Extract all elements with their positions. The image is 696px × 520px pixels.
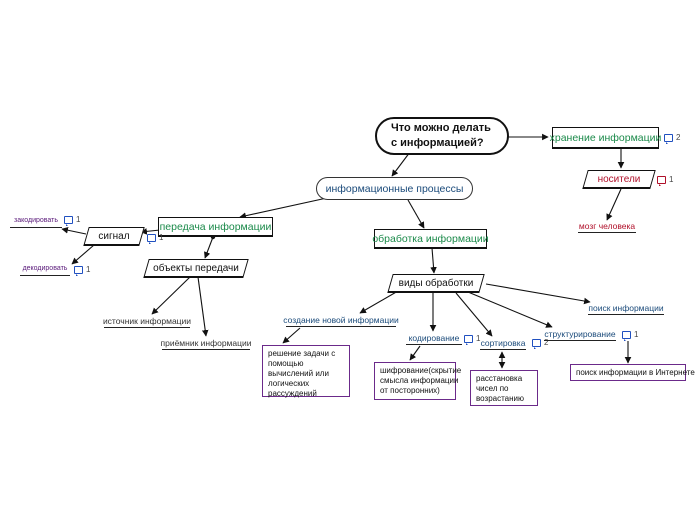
comment-structuring[interactable]: 1 — [622, 330, 639, 341]
comment-icon — [657, 175, 666, 186]
central-topic[interactable]: Что можно делать с информацией? — [375, 117, 509, 155]
comment-sorting[interactable]: 2 — [532, 338, 549, 349]
node-search-label: поиск информации — [588, 302, 664, 313]
comment-signal[interactable]: 1 — [147, 233, 164, 244]
edge-create-note — [282, 327, 301, 344]
comment-count: 1 — [476, 334, 481, 343]
node-carriers[interactable]: носители — [582, 170, 656, 189]
node-transfer-label: передача информации — [159, 220, 272, 233]
comment-storage[interactable]: 2 — [664, 133, 681, 144]
node-receiver[interactable]: приёмник информации — [160, 337, 252, 350]
node-create-new[interactable]: создание новой информации — [283, 314, 399, 327]
edge-types-create — [359, 290, 399, 314]
note-sorting: расстановка чисел по возрастанию — [470, 370, 538, 406]
node-processing-label: обработка информации — [372, 232, 489, 245]
node-info-processes-label: информационные процессы — [325, 182, 464, 195]
edge-transfer-signal — [140, 228, 161, 235]
node-sorting-label: сортировка — [480, 337, 526, 348]
comment-count: 2 — [676, 133, 681, 142]
node-encode[interactable]: закодировать — [10, 215, 62, 228]
note-create-new: решение задачи с помощью вычислений или … — [262, 345, 350, 398]
edge-types-structuring — [467, 291, 553, 328]
node-decode-label: декодировать — [22, 265, 68, 272]
comment-icon — [464, 334, 473, 345]
comment-icon — [74, 265, 83, 276]
node-create-new-label: создание новой информации — [283, 314, 399, 325]
note-coding: шифрование(скрытие смысла информации от … — [374, 362, 461, 400]
comment-icon — [64, 215, 73, 226]
node-processing-types[interactable]: виды обработки — [387, 274, 485, 293]
node-brain[interactable]: мозг человека — [578, 220, 636, 233]
node-encode-label: закодировать — [14, 217, 58, 224]
comment-count: 1 — [159, 233, 164, 242]
edge-objects-receiver — [197, 276, 209, 337]
edge-processes-transfer — [239, 195, 337, 219]
note-sorting-text: расстановка чисел по возрастанию — [476, 374, 524, 403]
edge-types-sorting — [455, 292, 493, 337]
node-processing-types-label: виды обработки — [398, 278, 474, 289]
node-transfer-objects-label: объекты передачи — [153, 263, 239, 274]
comment-count: 2 — [544, 338, 549, 347]
comment-count: 1 — [634, 330, 639, 339]
node-sorting[interactable]: сортировка — [480, 337, 526, 350]
node-coding[interactable]: кодирование — [406, 332, 462, 345]
note-search: поиск информации в Интернете — [570, 364, 695, 381]
note-search-text: поиск информации в Интернете — [576, 368, 695, 377]
comment-coding[interactable]: 1 — [464, 334, 481, 345]
node-brain-label: мозг человека — [578, 220, 636, 231]
note-coding-text: шифрование(скрытие смысла информации от … — [380, 366, 462, 395]
comment-decode[interactable]: 1 — [74, 265, 91, 276]
node-signal-label: сигнал — [98, 231, 130, 242]
central-topic-line2: с информацией? — [391, 137, 484, 149]
node-storage-label: хранение информации — [549, 131, 662, 144]
edge-processing-types — [430, 247, 437, 274]
node-transfer[interactable]: передача информации — [158, 217, 273, 237]
central-topic-line1: Что можно делать — [391, 122, 491, 134]
edge-carriers-brain — [606, 188, 622, 221]
node-storage[interactable]: хранение информации — [549, 127, 662, 149]
comment-icon — [532, 338, 541, 349]
node-receiver-label: приёмник информации — [160, 337, 252, 348]
node-structuring[interactable]: структурирование — [544, 328, 616, 341]
node-source-label: источник информации — [102, 315, 192, 326]
edge-central-processes — [391, 151, 411, 177]
node-decode[interactable]: декодировать — [20, 263, 70, 276]
node-carriers-label: носители — [597, 174, 641, 185]
comment-icon — [622, 330, 631, 341]
node-processing[interactable]: обработка информации — [372, 229, 489, 249]
note-create-new-text: решение задачи с помощью вычислений или … — [268, 349, 336, 398]
comment-icon — [664, 133, 673, 144]
edge-processes-processing — [407, 199, 425, 229]
comment-count: 1 — [76, 215, 81, 224]
node-transfer-objects[interactable]: объекты передачи — [143, 259, 249, 278]
edge-signal-encode — [61, 226, 87, 235]
node-source[interactable]: источник информации — [102, 315, 192, 328]
node-search[interactable]: поиск информации — [588, 302, 664, 315]
comment-carriers[interactable]: 1 — [657, 175, 674, 186]
node-signal[interactable]: сигнал — [83, 227, 145, 246]
edge-objects-source — [151, 276, 191, 315]
node-coding-label: кодирование — [408, 332, 460, 343]
comment-count: 1 — [86, 265, 91, 274]
edge-types-search — [485, 283, 591, 305]
node-info-processes[interactable]: информационные процессы — [316, 177, 473, 200]
comment-encode[interactable]: 1 — [64, 215, 81, 226]
edge-coding-note — [409, 345, 421, 361]
comment-icon — [147, 233, 156, 244]
node-structuring-label: структурирование — [544, 328, 616, 339]
comment-count: 1 — [669, 175, 674, 184]
edge-transfer-objects — [204, 234, 216, 259]
edge-signal-decode — [71, 244, 95, 265]
